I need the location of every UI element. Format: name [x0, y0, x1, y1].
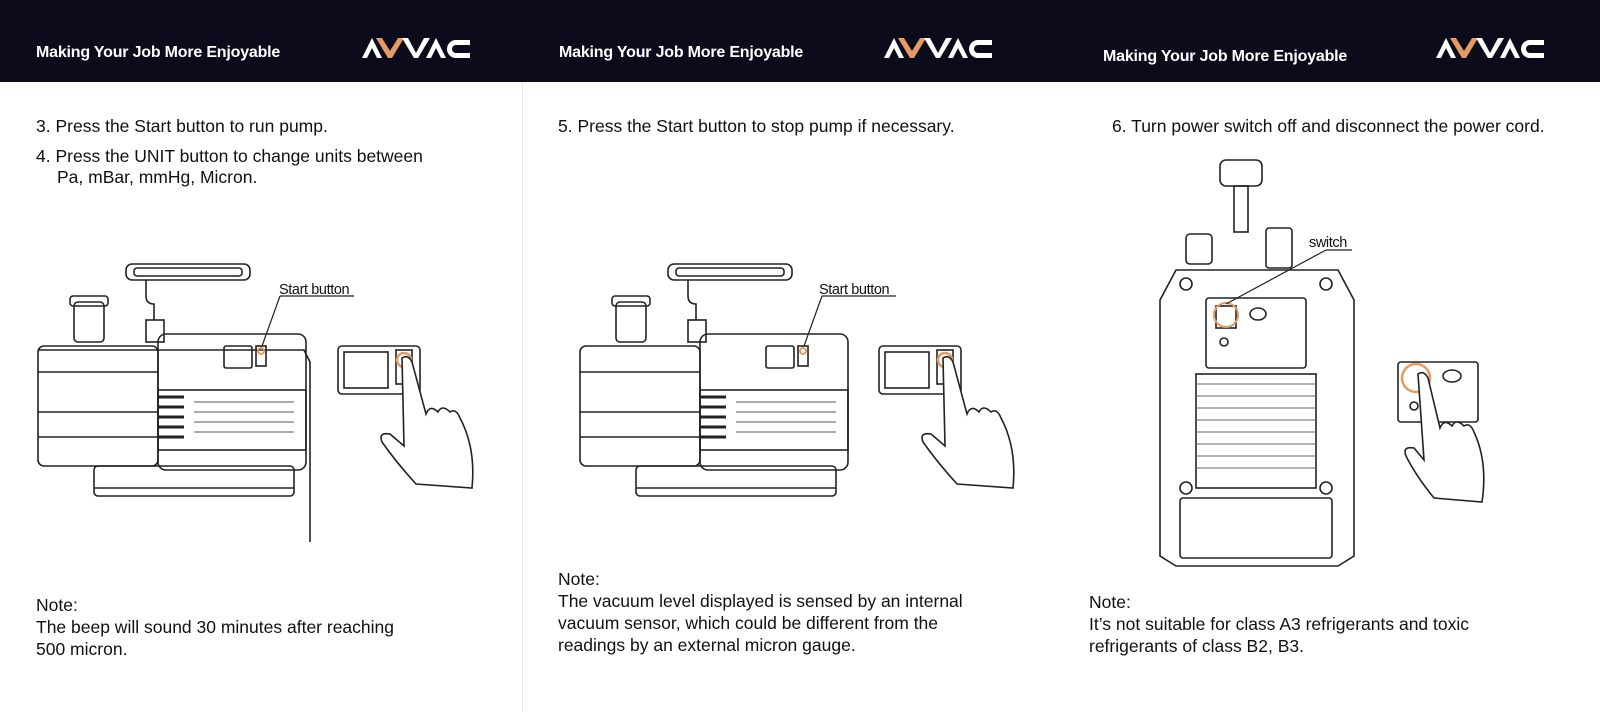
start-button-callout: Start button: [819, 282, 890, 298]
note-line: It’s not suitable for class A3 refrigera…: [1089, 614, 1470, 634]
step-number: 5.: [558, 116, 573, 136]
panel-header: Making Your Job More Enjoyable: [1066, 0, 1600, 82]
step-3: 3. Press the Start button to run pump.: [36, 116, 328, 137]
step-text: Press the UNIT button to change units be…: [55, 146, 423, 166]
note-line: 500 micron.: [36, 639, 128, 659]
step-text: Press the Start button to run pump.: [55, 116, 328, 136]
switch-callout: switch: [1309, 235, 1347, 251]
ayavac-logo: [362, 36, 498, 64]
note-line: vacuum sensor, which could be different …: [558, 613, 939, 633]
header-tagline: Making Your Job More Enjoyable: [36, 44, 281, 61]
logo-wordmark-icon: [884, 38, 992, 58]
step-number: 3.: [36, 116, 51, 136]
note-label: Note:: [1089, 592, 1131, 612]
note-block: Note: It’s not suitable for class A3 ref…: [1089, 591, 1469, 657]
power-switch-icon: [1397, 361, 1485, 503]
panel-header: Making Your Job More Enjoyable: [0, 0, 533, 82]
vacuum-pump-front-icon: [1159, 159, 1355, 567]
vacuum-pump-side-icon: [37, 263, 354, 542]
note-label: Note:: [36, 595, 78, 615]
logo-wordmark-icon: [362, 38, 470, 58]
step-number: 4.: [36, 146, 51, 166]
vacuum-pump-side-icon: [579, 263, 896, 497]
instruction-panel-1: Making Your Job More Enjoyable 3. Press …: [0, 0, 533, 712]
note-label: Note:: [558, 569, 600, 589]
panel-header: Making Your Job More Enjoyable: [533, 0, 1066, 82]
step-text: Press the Start button to stop pump if n…: [577, 116, 955, 136]
ayavac-logo: [884, 36, 1020, 64]
hand-pressing-icon: [337, 345, 474, 489]
step-4: 4. Press the UNIT button to change units…: [36, 146, 423, 188]
header-tagline: Making Your Job More Enjoyable: [1103, 48, 1348, 65]
header-tagline: Making Your Job More Enjoyable: [559, 44, 804, 61]
instruction-panel-3: Making Your Job More Enjoyable 6. Turn p…: [1066, 0, 1600, 712]
note-block: Note: The vacuum level displayed is sens…: [558, 568, 963, 656]
note-line: The vacuum level displayed is sensed by …: [558, 591, 963, 611]
note-line: refrigerants of class B2, B3.: [1089, 636, 1304, 656]
note-line: readings by an external micron gauge.: [558, 635, 856, 655]
logo-wordmark-icon: [1436, 38, 1544, 58]
step-6: 6. Turn power switch off and disconnect …: [1112, 116, 1545, 137]
instruction-panel-2: Making Your Job More Enjoyable 5. Press …: [533, 0, 1066, 712]
panel-divider: [522, 82, 523, 712]
step-number: 6.: [1112, 116, 1127, 136]
step-text-continuation: Pa, mBar, mmHg, Micron.: [57, 167, 258, 187]
step-text: Turn power switch off and disconnect the…: [1131, 116, 1545, 136]
ayavac-logo: [1436, 36, 1572, 64]
note-line: The beep will sound 30 minutes after rea…: [36, 617, 394, 637]
step-5: 5. Press the Start button to stop pump i…: [558, 116, 955, 137]
note-block: Note: The beep will sound 30 minutes aft…: [36, 594, 394, 660]
start-button-callout: Start button: [279, 282, 350, 298]
hand-pressing-icon: [878, 345, 1015, 489]
